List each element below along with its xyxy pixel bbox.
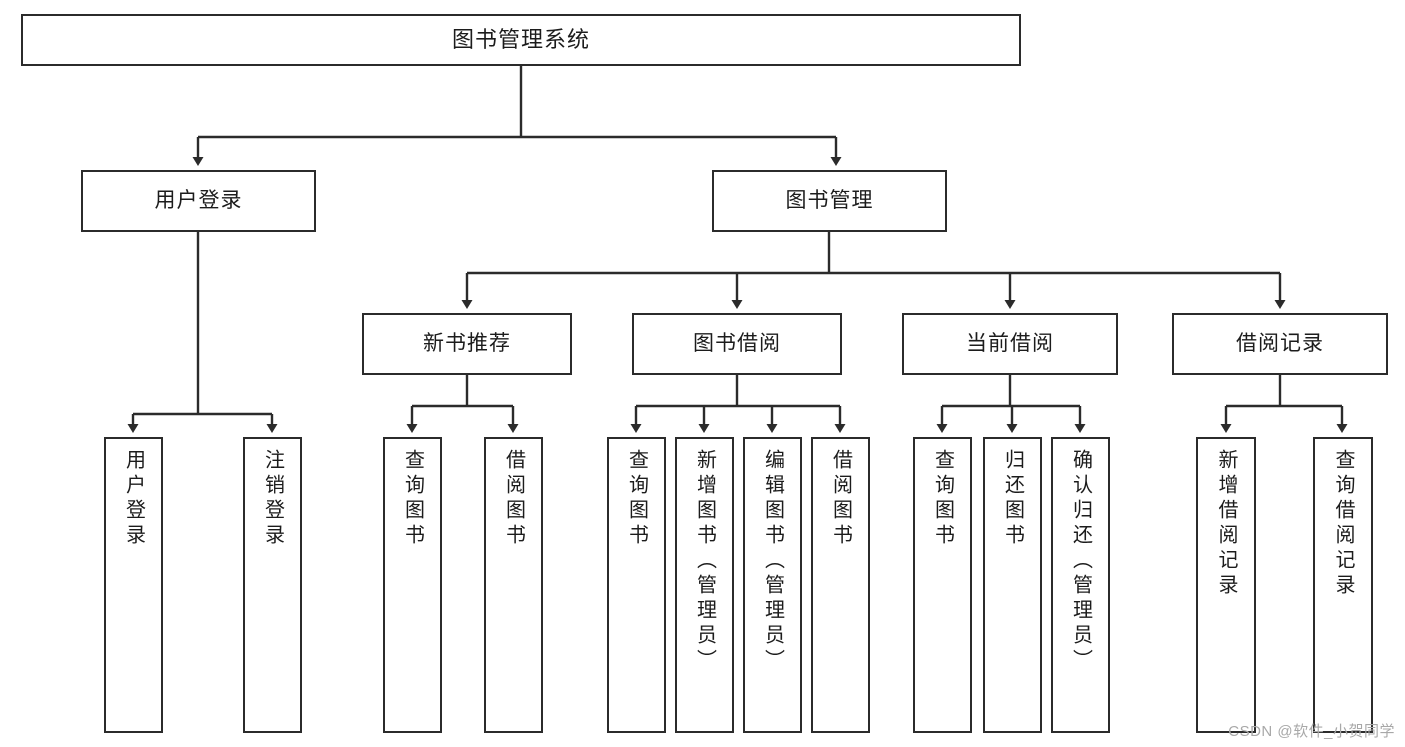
leaf-borrow-query-book[interactable]: 查询图书 bbox=[607, 437, 666, 733]
node-new-book-recommend[interactable]: 新书推荐 bbox=[362, 313, 572, 375]
node-label: 新书推荐 bbox=[423, 331, 511, 355]
watermark: CSDN @软件_小贺同学 bbox=[1228, 723, 1395, 740]
leaf-user-login[interactable]: 用户登录 bbox=[104, 437, 163, 733]
node-label: 查询图书 bbox=[401, 449, 424, 549]
node-label: 当前借阅 bbox=[966, 331, 1054, 355]
node-label: 新增借阅记录 bbox=[1215, 449, 1237, 599]
node-label: 图书管理系统 bbox=[451, 27, 590, 53]
node-label: 用户登录 bbox=[154, 188, 243, 212]
node-label: 查询图书 bbox=[931, 449, 954, 549]
leaf-borrow-add-book[interactable]: 新增图书（管理员） bbox=[675, 437, 734, 733]
node-current-borrow[interactable]: 当前借阅 bbox=[902, 313, 1118, 375]
leaf-current-confirm-return[interactable]: 确认归还（管理员） bbox=[1051, 437, 1110, 733]
node-label: 借阅记录 bbox=[1236, 331, 1324, 355]
node-label: 新增图书（管理员） bbox=[693, 449, 716, 674]
leaf-borrow-borrow-book[interactable]: 借阅图书 bbox=[811, 437, 870, 733]
leaf-user-logout[interactable]: 注销登录 bbox=[243, 437, 302, 733]
node-label: 借阅图书 bbox=[502, 449, 525, 549]
leaf-current-return-book[interactable]: 归还图书 bbox=[983, 437, 1042, 733]
node-book-borrow[interactable]: 图书借阅 bbox=[632, 313, 842, 375]
node-label: 编辑图书（管理员） bbox=[761, 449, 784, 674]
node-label: 用户登录 bbox=[122, 449, 145, 549]
node-label: 图书借阅 bbox=[693, 331, 781, 355]
node-root-system[interactable]: 图书管理系统 bbox=[21, 14, 1021, 66]
leaf-recommend-query-book[interactable]: 查询图书 bbox=[383, 437, 442, 733]
leaf-borrow-edit-book[interactable]: 编辑图书（管理员） bbox=[743, 437, 802, 733]
node-label: 图书管理 bbox=[785, 188, 874, 212]
leaf-record-add[interactable]: 新增借阅记录 bbox=[1196, 437, 1256, 733]
leaf-recommend-borrow-book[interactable]: 借阅图书 bbox=[484, 437, 543, 733]
node-label: 归还图书 bbox=[1001, 449, 1024, 549]
leaf-record-query[interactable]: 查询借阅记录 bbox=[1313, 437, 1373, 733]
leaf-current-query-book[interactable]: 查询图书 bbox=[913, 437, 972, 733]
node-user-login[interactable]: 用户登录 bbox=[81, 170, 316, 232]
node-label: 查询借阅记录 bbox=[1332, 449, 1354, 599]
node-label: 确认归还（管理员） bbox=[1069, 449, 1092, 674]
node-label: 查询图书 bbox=[625, 449, 648, 549]
node-borrow-record[interactable]: 借阅记录 bbox=[1172, 313, 1388, 375]
node-label: 借阅图书 bbox=[829, 449, 852, 549]
node-label: 注销登录 bbox=[261, 449, 284, 549]
node-book-management[interactable]: 图书管理 bbox=[712, 170, 947, 232]
